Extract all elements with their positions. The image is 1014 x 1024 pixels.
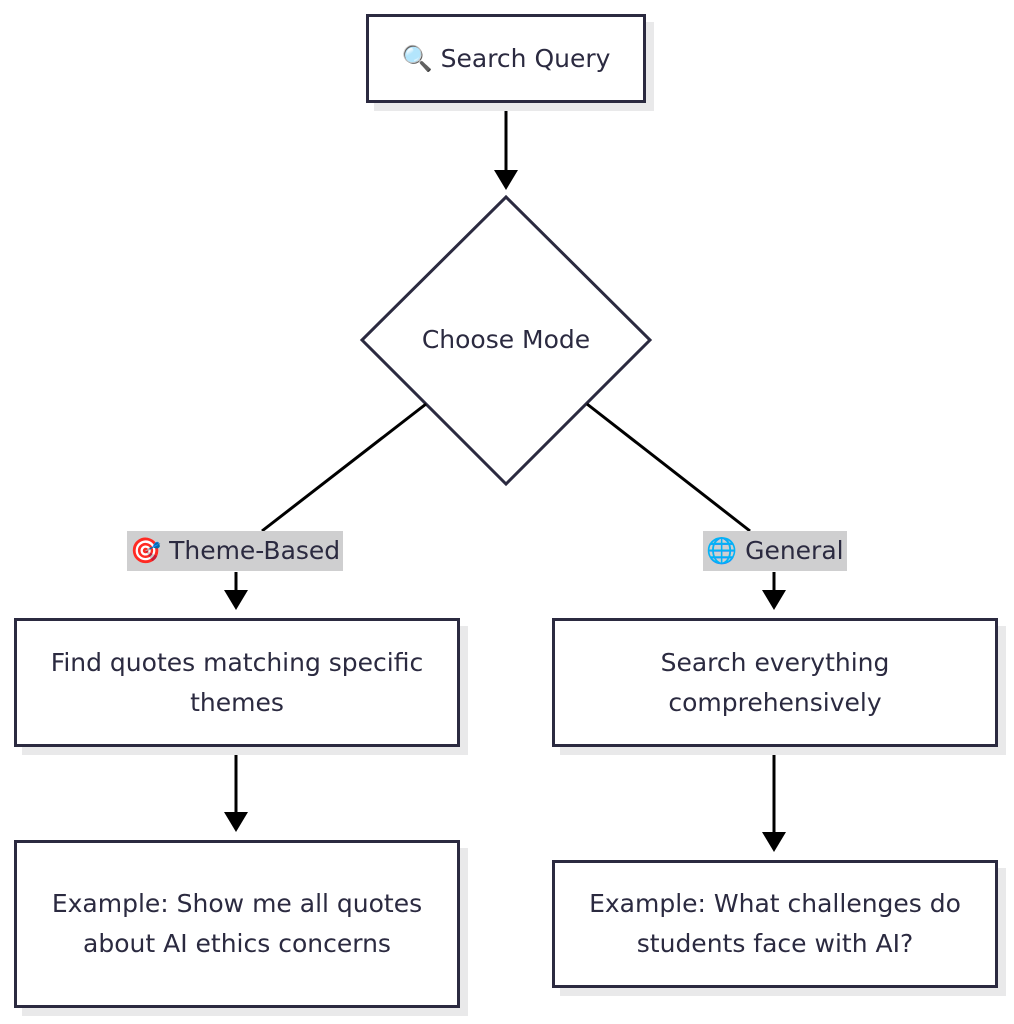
edge-mode-to-general — [586, 402, 751, 533]
decision-diamond — [359, 194, 653, 487]
theme-example-text: Example: Show me all quotes about AI eth… — [51, 889, 423, 958]
general-node: Search everything comprehensively — [552, 618, 998, 747]
theme-based-node: Find quotes matching specific themes — [14, 618, 460, 747]
edge-mode-to-theme — [261, 402, 427, 533]
general-example-node: Example: What challenges do students fac… — [552, 860, 998, 988]
arrowhead-query-to-mode — [494, 170, 518, 190]
theme-based-desc: Find quotes matching specific themes — [50, 647, 424, 717]
arrowhead-general-box — [762, 590, 786, 610]
general-desc: Search everything comprehensively — [660, 647, 890, 717]
search-query-text: 🔍 Search Query — [401, 43, 611, 73]
general-example-text: Example: What challenges do students fac… — [589, 889, 961, 958]
theme-example-node: Example: Show me all quotes about AI eth… — [14, 840, 460, 1008]
theme-based-label: 🎯 Theme-Based — [127, 531, 344, 571]
general-label: 🌐 General — [703, 531, 847, 571]
arrowhead-general-example — [762, 832, 786, 852]
choose-mode-text: Choose Mode — [421, 325, 591, 354]
arrowhead-theme-box — [224, 590, 248, 610]
arrowhead-theme-example — [224, 812, 248, 832]
search-query-node: 🔍 Search Query — [366, 14, 646, 103]
